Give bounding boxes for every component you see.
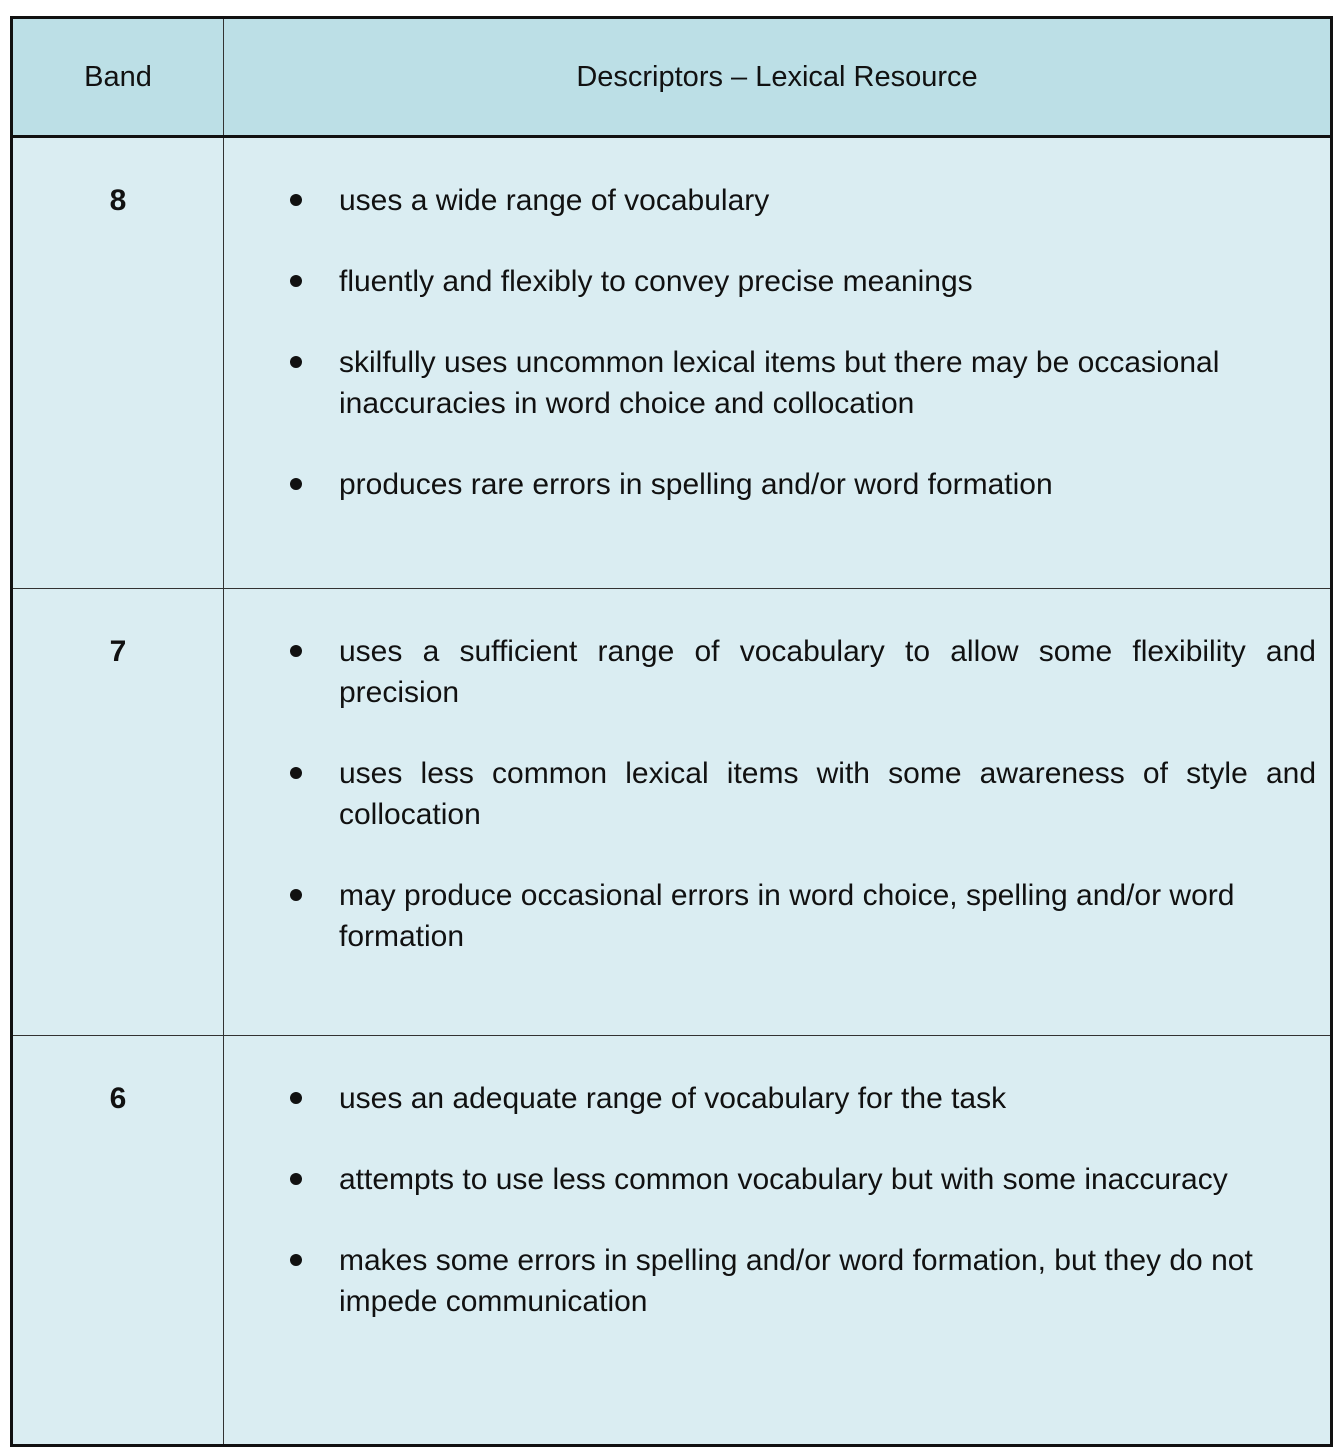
- descriptor-list: uses an adequate range of vocabulary for…: [224, 1036, 1330, 1364]
- descriptor-text: produces rare errors in spelling and/or …: [339, 468, 1053, 501]
- lexical-resource-table: Band Descriptors – Lexical Resource 8 us…: [10, 16, 1333, 1447]
- descriptor-text: uses less common lexical items with some…: [339, 757, 1316, 831]
- descriptor-item: uses an adequate range of vocabulary for…: [224, 1078, 1316, 1119]
- bullet-icon: [290, 1092, 302, 1104]
- bullet-icon: [290, 194, 302, 206]
- descriptor-cell: uses a wide range of vocabulary fluently…: [223, 136, 1332, 589]
- descriptor-list: uses a sufficient range of vocabulary to…: [224, 589, 1330, 999]
- bullet-icon: [290, 767, 302, 779]
- descriptor-item: may produce occasional errors in word ch…: [224, 875, 1316, 957]
- descriptor-item: fluently and flexibly to convey precise …: [224, 261, 1316, 302]
- descriptor-text: uses a wide range of vocabulary: [339, 184, 770, 217]
- descriptor-text: fluently and flexibly to convey precise …: [339, 265, 973, 298]
- band-number: 7: [11, 588, 224, 1036]
- band-number: 6: [11, 1035, 224, 1446]
- descriptor-item: uses a sufficient range of vocabulary to…: [224, 631, 1316, 713]
- descriptor-text: makes some errors in spelling and/or wor…: [339, 1244, 1253, 1318]
- descriptor-item: uses a wide range of vocabulary: [224, 180, 1316, 221]
- bullet-icon: [290, 275, 302, 287]
- descriptor-item: uses less common lexical items with some…: [224, 753, 1316, 835]
- descriptor-cell: uses an adequate range of vocabulary for…: [223, 1035, 1332, 1446]
- bullet-icon: [290, 1173, 302, 1185]
- table-row-band-7: 7 uses a sufficient range of vocabulary …: [11, 588, 1332, 1036]
- bullet-icon: [290, 1254, 302, 1266]
- band-number: 8: [11, 136, 224, 589]
- header-row: Band Descriptors – Lexical Resource: [11, 17, 1332, 138]
- band-column-header: Band: [11, 17, 224, 138]
- descriptor-cell: uses a sufficient range of vocabulary to…: [223, 588, 1332, 1036]
- descriptor-list: uses a wide range of vocabulary fluently…: [224, 138, 1330, 547]
- descriptor-text: may produce occasional errors in word ch…: [339, 879, 1235, 953]
- descriptor-item: makes some errors in spelling and/or wor…: [224, 1240, 1316, 1322]
- descriptors-column-header: Descriptors – Lexical Resource: [223, 17, 1332, 138]
- descriptor-text: uses an adequate range of vocabulary for…: [339, 1082, 1007, 1115]
- bullet-icon: [290, 889, 302, 901]
- descriptor-item: skilfully uses uncommon lexical items bu…: [224, 342, 1316, 424]
- descriptor-item: attempts to use less common vocabulary b…: [224, 1159, 1316, 1200]
- bullet-icon: [290, 356, 302, 368]
- table-row-band-6: 6 uses an adequate range of vocabulary f…: [11, 1035, 1332, 1446]
- descriptor-text: skilfully uses uncommon lexical items bu…: [339, 346, 1220, 420]
- bullet-icon: [290, 478, 302, 490]
- table-row-band-8: 8 uses a wide range of vocabulary fluent…: [11, 136, 1332, 589]
- descriptor-text: attempts to use less common vocabulary b…: [339, 1163, 1228, 1196]
- descriptor-text: uses a sufficient range of vocabulary to…: [339, 635, 1316, 709]
- descriptor-item: produces rare errors in spelling and/or …: [224, 464, 1316, 505]
- bullet-icon: [290, 645, 302, 657]
